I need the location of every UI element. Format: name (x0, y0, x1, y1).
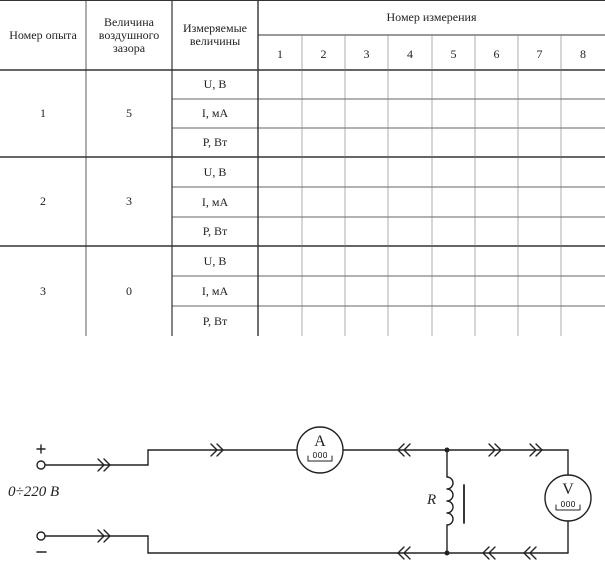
header-experiment-number: Номер опыта (9, 27, 77, 42)
quantity-label: I, мА (201, 283, 229, 298)
plus-terminal (36, 460, 46, 470)
voltmeter-scale: 000 (560, 500, 576, 509)
ammeter-letter: A (314, 433, 326, 450)
plus-sign: + (34, 437, 48, 453)
minus-terminal (36, 531, 46, 541)
column-number: 6 (493, 46, 500, 61)
circuit-wiring (36, 426, 592, 560)
quantity-label: I, мА (201, 194, 229, 209)
column-number: 4 (407, 46, 413, 61)
column-number: 3 (363, 46, 370, 61)
quantity-label: P, Вт (202, 313, 228, 328)
experiment-number: 3 (40, 283, 46, 298)
table-grid (0, 0, 605, 336)
inductor-coil (446, 476, 454, 526)
column-number: 2 (320, 46, 327, 61)
minus-sign: − (34, 541, 48, 557)
quantity-label: U, В (203, 77, 227, 91)
column-number: 5 (450, 46, 457, 61)
ammeter-scale: 000 (312, 451, 328, 460)
voltmeter-dial (544, 474, 592, 522)
header-air-gap: Величина воздушного зазора (98, 14, 160, 55)
air-gap-value: 5 (126, 106, 132, 120)
column-number: 7 (536, 46, 543, 61)
quantity-label: U, В (203, 253, 227, 268)
experiment-number: 1 (40, 106, 46, 120)
voltage-range-label: 0÷220 В (8, 484, 60, 500)
ammeter-dial (296, 426, 344, 474)
column-number: 8 (580, 46, 586, 61)
quantity-label: P, Вт (202, 135, 228, 149)
measurement-table: Номер опыта Величина воздушного зазора И… (0, 0, 605, 336)
header-measurement-number: Номер измерения (386, 10, 477, 24)
air-gap-value: 3 (126, 194, 132, 208)
voltmeter-letter: V (562, 481, 574, 498)
quantity-label: I, мА (201, 106, 229, 120)
quantity-label: U, В (203, 164, 227, 179)
header-measured-quantities: Измеряемые величины (183, 21, 247, 48)
air-gap-value: 0 (126, 283, 132, 298)
quantity-label: P, Вт (202, 224, 228, 238)
column-number: 1 (277, 46, 283, 61)
experiment-number: 2 (40, 194, 46, 208)
circuit-diagram: 0÷220 В R A 000 V 000 + − (0, 395, 605, 564)
resistor-label: R (427, 492, 437, 508)
